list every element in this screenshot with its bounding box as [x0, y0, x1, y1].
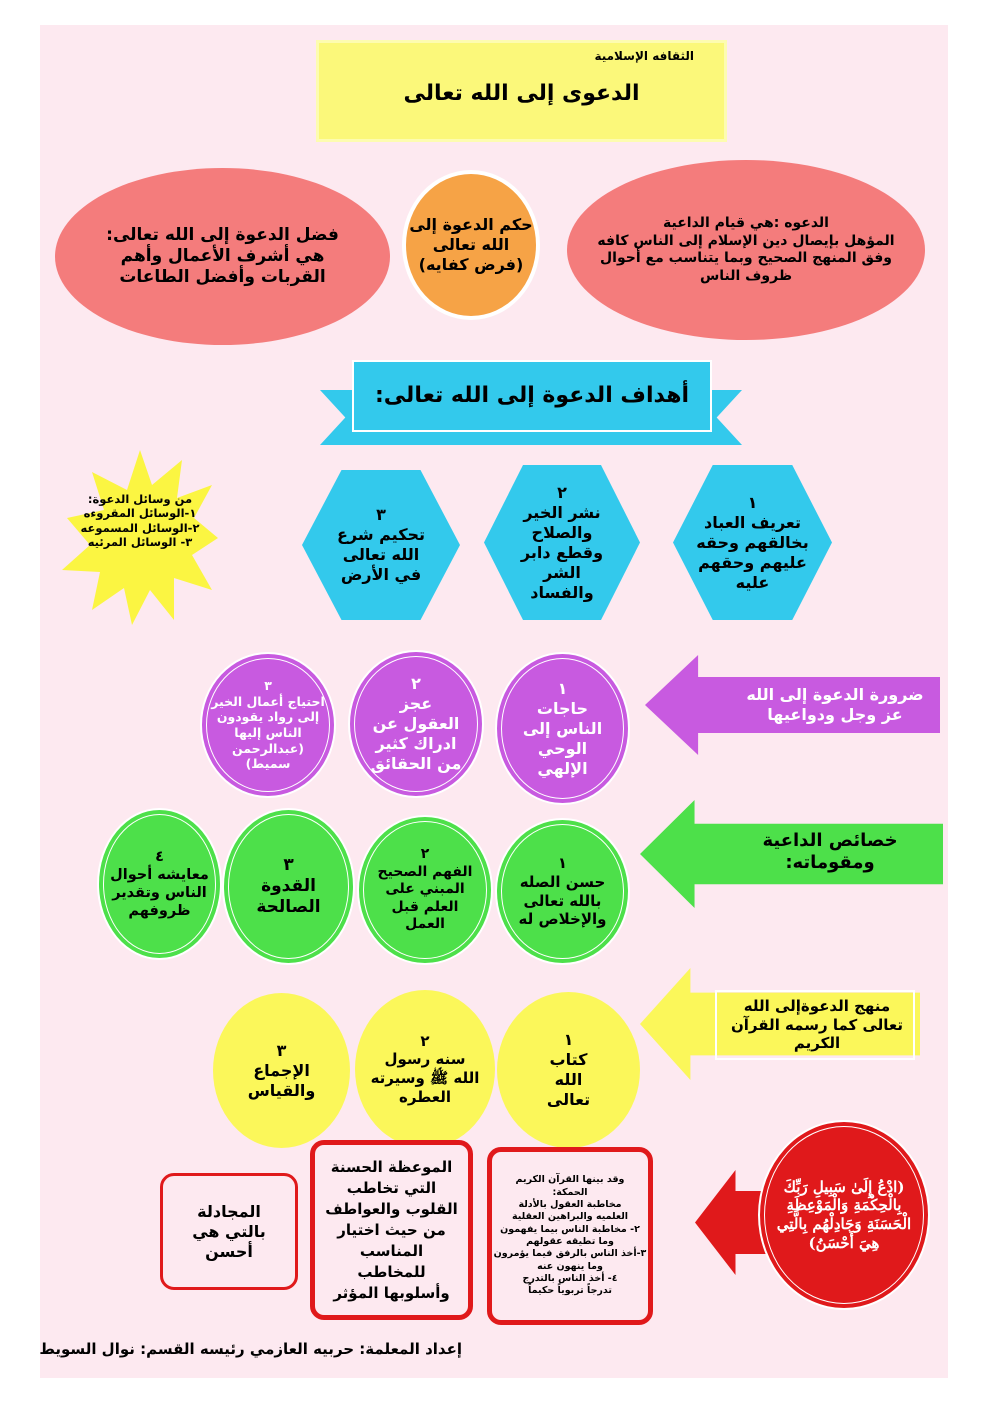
title-box: الثقافه الإسلامية الدعوى إلى الله تعالى	[316, 40, 727, 142]
footer-credit: إعداد المعلمة: حربيه العازمي رئيسه القسم…	[39, 1340, 462, 1358]
ruling-line: (فرض كفايه)	[418, 255, 524, 274]
item-text: احتياج أعمال الخير إلى رواد يقودون الناس…	[211, 693, 325, 772]
definition-line: وفق المنهج الصحيح وبما يتناسب مع أحوال	[600, 250, 892, 266]
goals-banner: أهداف الدعوة إلى الله تعالى:	[352, 360, 712, 432]
goal-text: تحكيم شرع الله تعالى في الأرض	[336, 525, 426, 584]
exhortation-box: الموعظة الحسنة التي تخاطب القلوب والعواط…	[310, 1140, 473, 1320]
item-text: القدوة الصالحة	[256, 875, 321, 918]
goal-text: نشر الخير والصلاح وقطع دابر الشر والفساد	[520, 502, 604, 602]
necessity-label: ضرورة الدعوة إلى الله عز وجل ودواعيها	[746, 685, 924, 724]
virtue-line: هي أشرف الأعمال وأهم	[120, 245, 325, 266]
wisdom-line: العلميه والبراهين العقلية	[512, 1211, 629, 1223]
wisdom-line: وما ينهون عنه	[537, 1260, 603, 1272]
verse-text: (ادْعُ إِلَىٰ سَبِيلِ رَبِّكَ بِالْحِكْم…	[776, 1177, 912, 1252]
ruling-line: حكم الدعوة إلى	[409, 215, 533, 234]
item-number: ٤	[155, 848, 164, 865]
goal-number: ٢	[557, 482, 567, 502]
wisdom-box: وقد بينها القرآن الكريم الحمكة: مخاطبة ا…	[487, 1147, 653, 1325]
means-item: ٣- الوسائل المرئيه	[87, 535, 193, 550]
subject-label: الثقافه الإسلامية	[594, 49, 694, 63]
item-text: الفهم الصحيح المبني على العلم قبل العمل	[377, 863, 473, 933]
ruling-circle: حكم الدعوة إلى الله تعالى (فرض كفايه)	[402, 170, 540, 320]
means-starburst	[62, 450, 218, 625]
item-text: الإجماع والقياس	[247, 1060, 316, 1100]
goal-text: تعريف العباد بخالقهم وحقه عليهم وحقهم عل…	[696, 512, 809, 592]
wisdom-line: تدرجاً تربوياً حكيماً	[528, 1285, 612, 1297]
item-number: ٣	[264, 678, 272, 694]
wisdom-line: الحمكة:	[552, 1186, 588, 1198]
wisdom-line: ٣-أخذ الناس بالرفق فيما يؤمرون	[493, 1248, 647, 1260]
item-number: ٢	[420, 846, 430, 863]
means-title: من وسائل الدعوة:	[87, 492, 193, 506]
item-number: ٢	[420, 1031, 430, 1050]
wisdom-line: ٤- أخذ الناس بالتدرج	[522, 1273, 618, 1285]
definition-line: المؤهل بإيصال دين الإسلام إلى الناس كافه	[597, 232, 895, 249]
definition-ellipse: الدعوه :هي قيام الداعية المؤهل بإيصال دي…	[567, 160, 925, 340]
wisdom-line: وقد بينها القرآن الكريم	[515, 1174, 625, 1186]
item-number: ١	[563, 1030, 574, 1049]
method-label-box	[715, 990, 915, 1060]
goals-title: أهداف الدعوة إلى الله تعالى:	[375, 383, 689, 409]
verse-circle: (ادْعُ إِلَىٰ سَبِيلِ رَبِّكَ بِالْحِكْم…	[758, 1120, 930, 1310]
means-item: ٢-الوسائل المسموعه	[80, 520, 200, 535]
ruling-line: الله تعالى	[432, 235, 510, 254]
wisdom-line: مخاطبة العقول بالأدلة	[518, 1198, 622, 1210]
definition-line: الدعوه :هي قيام الداعية	[663, 215, 829, 231]
item-text: حاجات الناس إلى الوحي الإلهي	[522, 698, 603, 778]
item-number: ٣	[283, 854, 294, 875]
item-number: ١	[557, 854, 568, 872]
item-text: كتاب الله تعالى	[546, 1050, 591, 1109]
item-text: معايشه أحوال الناس وتقدير ظروفهم	[110, 866, 209, 920]
item-number: ٢	[411, 674, 421, 693]
goal-number: ٣	[376, 505, 386, 524]
item-text: حسن الصله بالله تعالى والإخلاص له	[518, 872, 607, 929]
exhortation-text: الموعظة الحسنة التي تخاطب القلوب والعواط…	[325, 1157, 458, 1302]
item-number: ١	[557, 678, 568, 698]
method-label: منهج الدعوةإلى الله تعالى كما رسمه القرآ…	[730, 996, 903, 1053]
virtue-ellipse: فضل الدعوة إلى الله تعالى: هي أشرف الأعم…	[55, 168, 390, 345]
page-title: الدعوى إلى الله تعالى	[403, 81, 640, 106]
means-item: ١-الوسائل المقروءه	[83, 506, 197, 521]
wisdom-line: ٢- مخاطبة الناس بيما يفهمون	[500, 1223, 640, 1235]
debate-box: المجادلة بالتي هي أحسن	[160, 1173, 298, 1290]
virtue-line: القربات وأفضل الطاعات	[119, 267, 326, 288]
traits-label: خصائص الداعية ومقوماته:	[762, 829, 898, 874]
goal-number: ١	[747, 492, 758, 512]
wisdom-line: وما تطيقه عقولهم	[526, 1236, 614, 1247]
virtue-line: فضل الدعوة إلى الله تعالى:	[106, 224, 339, 245]
means-text: من وسائل الدعوة: ١-الوسائل المقروءه ٢-ال…	[80, 492, 200, 550]
item-number: ٣	[276, 1040, 287, 1060]
debate-text: المجادلة بالتي هي أحسن	[192, 1201, 266, 1261]
item-text: عجز العقول عن ادراك كثير من الحقائق	[370, 694, 462, 773]
definition-line: ظروف الناس	[699, 267, 793, 284]
item-text: سنه رسول الله ﷺ وسيرته العطره	[370, 1050, 480, 1106]
